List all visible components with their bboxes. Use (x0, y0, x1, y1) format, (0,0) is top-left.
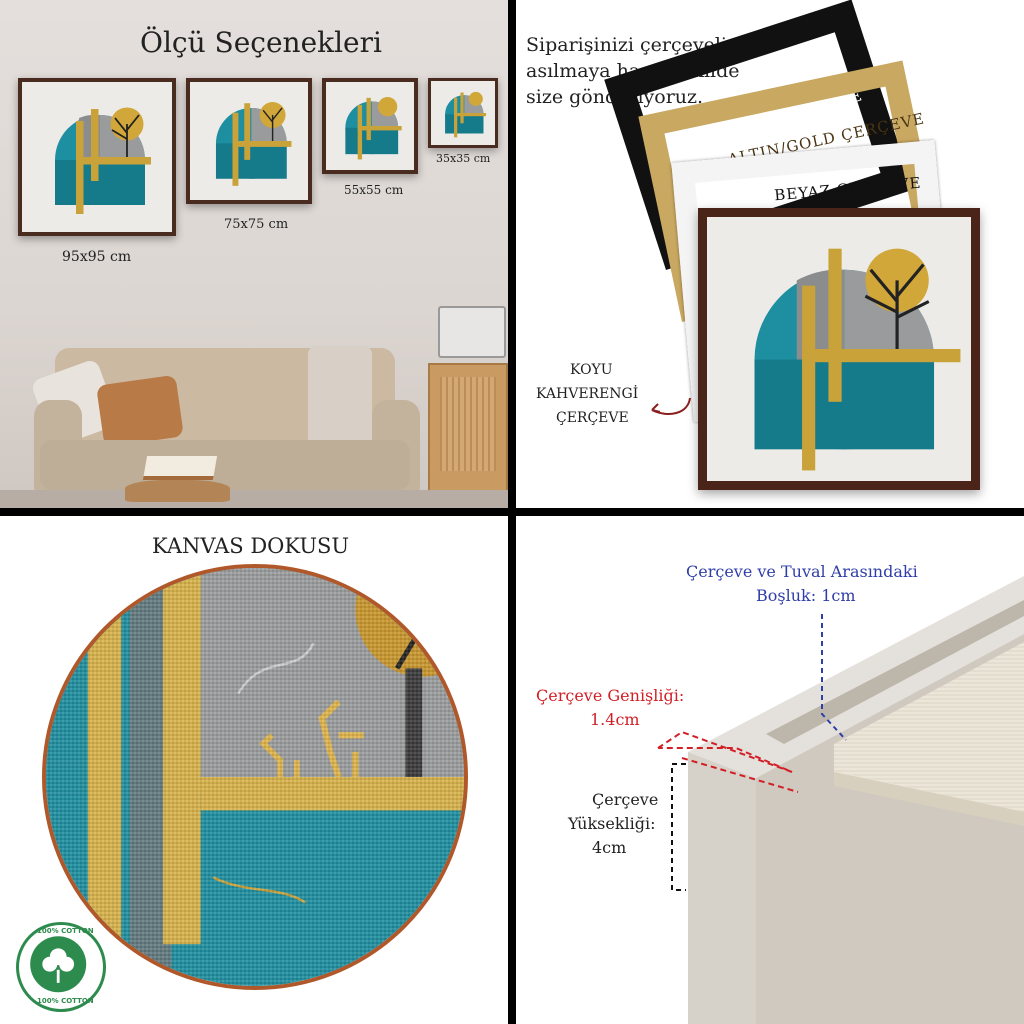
artwork-75 (186, 78, 312, 204)
gap-dashed-line (821, 614, 847, 741)
height-label-line-3: 4cm (592, 838, 627, 857)
canvas-title: KANVAS DOKUSU (152, 534, 350, 558)
coffee-table-image (125, 480, 230, 502)
intro-line-3: size gönderiyoruz. (526, 86, 704, 108)
gap-label-line-2: Boşluk: 1cm (756, 586, 856, 605)
gap-label-line-1: Çerçeve ve Tuval Arasındaki (686, 562, 918, 581)
floor (0, 490, 508, 508)
intro-line-2: asılmaya hazır şekilde (526, 60, 740, 82)
artwork-image (55, 107, 151, 214)
record-player-image (438, 306, 506, 358)
artwork-55 (322, 78, 418, 174)
dark-brown-line-1: KOYU (570, 362, 613, 378)
dark-brown-line-2: KAHVERENGİ (536, 386, 639, 402)
artwork-35 (428, 78, 498, 148)
size-label-55: 55x55 cm (344, 183, 404, 197)
frame-options-panel: Siparişinizi çerçeveli, asılmaya hazır ş… (516, 0, 1024, 508)
artwork-image (215, 102, 292, 186)
height-label-line-1: Çerçeve (592, 790, 659, 809)
cotton-flower-icon (30, 936, 87, 993)
canvas-texture-panel: KANVAS DOKUSU 100% COTTON (0, 516, 508, 1024)
height-label-line-2: Yüksekliği: (568, 814, 656, 833)
frame-specs-panel: Çerçeve ve Tuval Arasındaki Boşluk: 1cm … (516, 516, 1024, 1024)
intro-line-1: Siparişinizi çerçeveli, (526, 34, 734, 56)
size-options-title: Ölçü Seçenekleri (140, 26, 382, 59)
height-dashed-line (671, 763, 686, 891)
frame-corner-image (688, 576, 1024, 1024)
size-label-35: 35x35 cm (436, 152, 491, 165)
badge-text-top: 100% COTTON (37, 927, 94, 935)
dark-brown-frame-artwork (698, 208, 980, 490)
pointer-arrow-icon (651, 397, 691, 415)
size-label-75: 75x75 cm (224, 217, 289, 232)
sofa-seat (40, 440, 410, 490)
artwork-image (445, 91, 487, 138)
cabinet-image (428, 363, 508, 503)
artwork-image (754, 248, 961, 471)
dark-brown-line-3: ÇERÇEVE (556, 410, 629, 426)
pillow-image (96, 374, 184, 448)
artwork-95 (18, 78, 176, 236)
size-label-95: 95x95 cm (62, 249, 132, 265)
artwork-image (345, 96, 402, 160)
size-options-panel: Ölçü Seçenekleri 95x95 cm 75x75 cm 55x55… (0, 0, 508, 508)
book-image (142, 456, 218, 480)
width-dashed-line (657, 730, 799, 793)
width-label-line-1: Çerçeve Genişliği: (536, 686, 685, 705)
canvas-closeup-image (42, 564, 468, 990)
cotton-badge: 100% COTTON 100% COTTON (16, 922, 106, 1012)
width-label-line-2: 1.4cm (590, 710, 640, 729)
badge-text-bottom: 100% COTTON (37, 997, 94, 1005)
